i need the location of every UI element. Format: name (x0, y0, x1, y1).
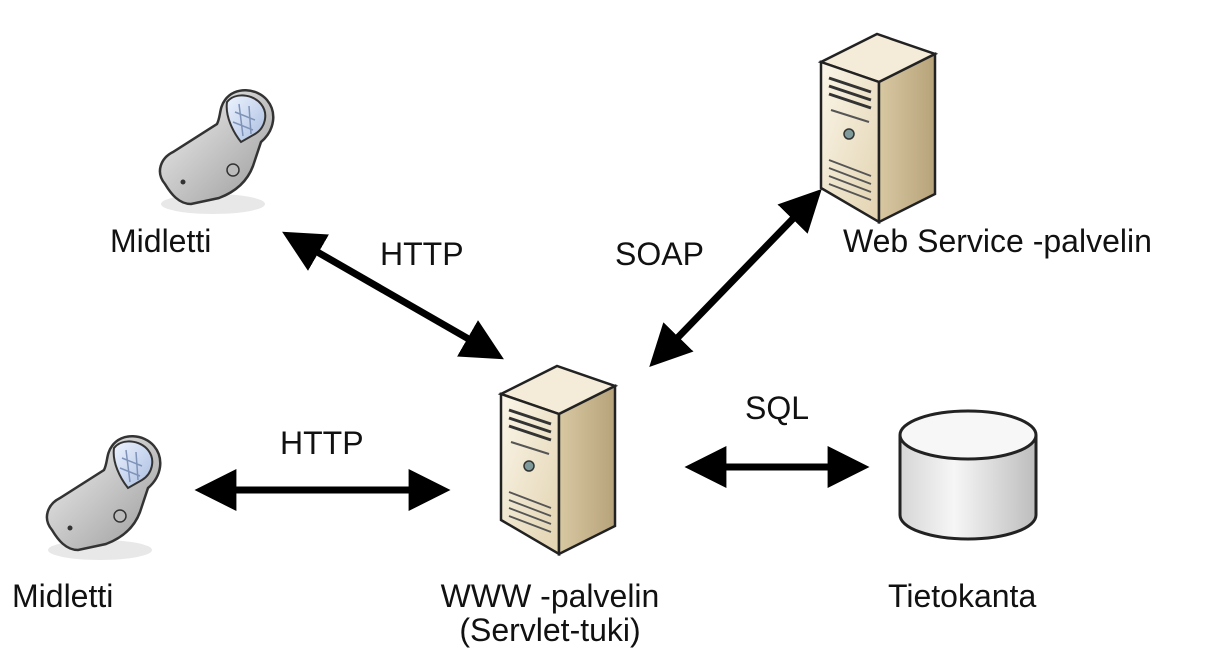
www-server-sublabel: (Servlet-tuki) (459, 612, 641, 648)
database-label: Tietokanta (888, 578, 1037, 614)
soap-arrow (649, 188, 822, 368)
http-bottom-protocol-label: HTTP (280, 425, 364, 461)
server-icon (817, 32, 939, 225)
web-service-label: Web Service -palvelin (843, 223, 1152, 259)
midlet-top-label: Midletti (110, 223, 212, 259)
database-icon (898, 409, 1038, 541)
midlet-bottom-label: Midletti (12, 578, 114, 614)
www-server-label: WWW -palvelin (440, 578, 660, 614)
http-top-protocol-label: HTTP (380, 236, 464, 272)
server-icon (497, 364, 619, 557)
mobile-phone-icon (45, 435, 162, 560)
sql-protocol-label: SQL (745, 390, 810, 426)
mobile-phone-icon (158, 89, 275, 214)
soap-protocol-label: SOAP (615, 236, 704, 272)
http-arrow-top (282, 231, 504, 360)
